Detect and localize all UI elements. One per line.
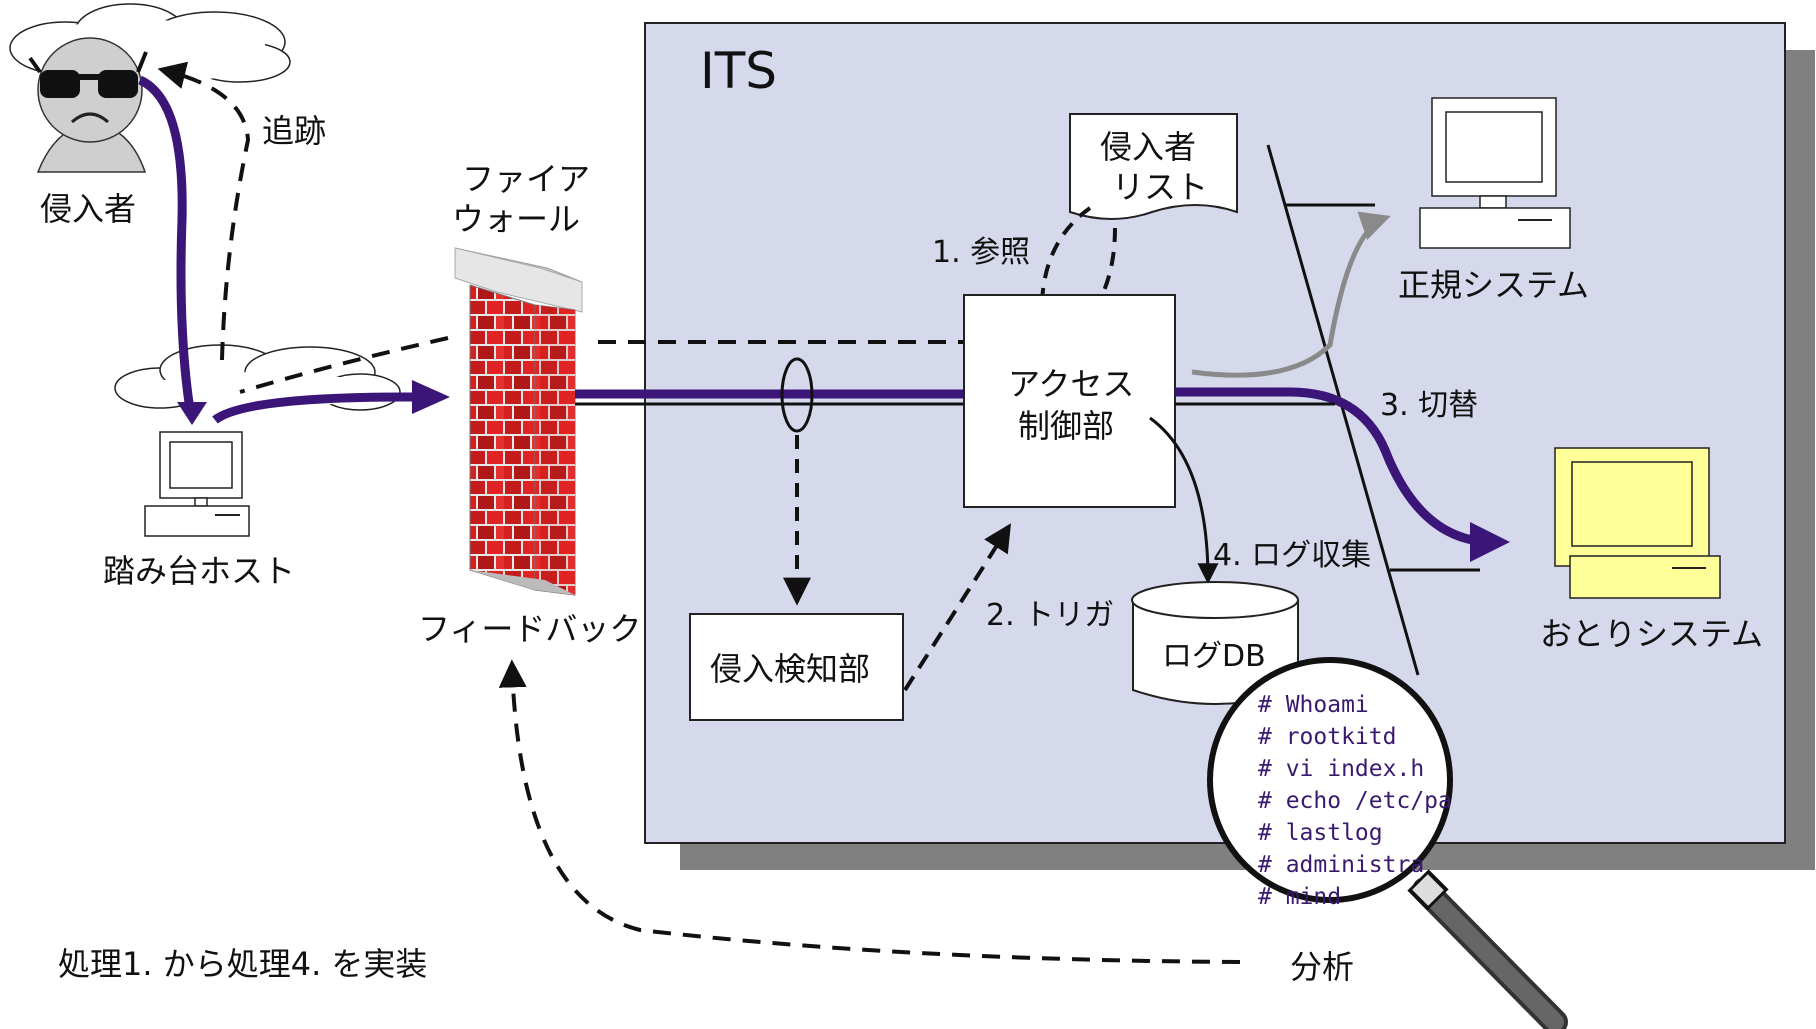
log-line-2: # vi index.h	[1258, 756, 1424, 782]
access-control-line1: アクセス	[1008, 365, 1134, 403]
attack-arrowhead-host	[177, 402, 207, 425]
firewall-icon	[455, 248, 582, 595]
intruder-label: 侵入者	[40, 190, 136, 228]
log-line-6: # mind	[1258, 884, 1341, 910]
footer-note: 処理1. から処理4. を実装	[58, 945, 427, 983]
log-line-1: # rootkitd	[1258, 724, 1396, 750]
magnifier-handle-icon	[1418, 880, 1555, 1022]
log-line-0: # Whoami	[1258, 692, 1369, 718]
attack-arrowhead-firewall	[412, 380, 450, 414]
trace-arrow	[163, 70, 248, 360]
firewall-label-line1: ファイア	[462, 160, 590, 198]
decoy-system-computer-icon	[1555, 448, 1720, 598]
intruder-list-line2: リスト	[1112, 168, 1208, 206]
feedback-label: フィードバック	[418, 610, 641, 648]
ids-label: 侵入検知部	[710, 650, 870, 688]
step2-label: 2. トリガ	[986, 598, 1114, 633]
step4-label: 4. ログ収集	[1213, 538, 1371, 573]
legit-system-computer-icon	[1420, 98, 1570, 248]
log-line-3: # echo /etc/pa	[1258, 788, 1452, 814]
log-db-label: ログDB	[1162, 639, 1266, 674]
analysis-label: 分析	[1290, 948, 1354, 986]
stepping-host-label: 踏み台ホスト	[103, 552, 295, 590]
firewall-label-line2: ウォール	[452, 200, 580, 238]
its-title: ITS	[700, 42, 777, 100]
log-line-5: # administra	[1258, 852, 1424, 878]
log-line-4: # lastlog	[1258, 820, 1383, 846]
decoy-system-label: おとりシステム	[1540, 615, 1763, 653]
step1-label: 1. 参照	[932, 235, 1030, 270]
trace-label: 追跡	[262, 112, 326, 150]
intruder-list-line1: 侵入者	[1100, 128, 1196, 166]
access-control-line2: 制御部	[1018, 407, 1114, 445]
legit-system-label: 正規システム	[1398, 266, 1589, 304]
step3-label: 3. 切替	[1380, 388, 1478, 423]
stepping-host-computer-icon	[145, 432, 249, 536]
